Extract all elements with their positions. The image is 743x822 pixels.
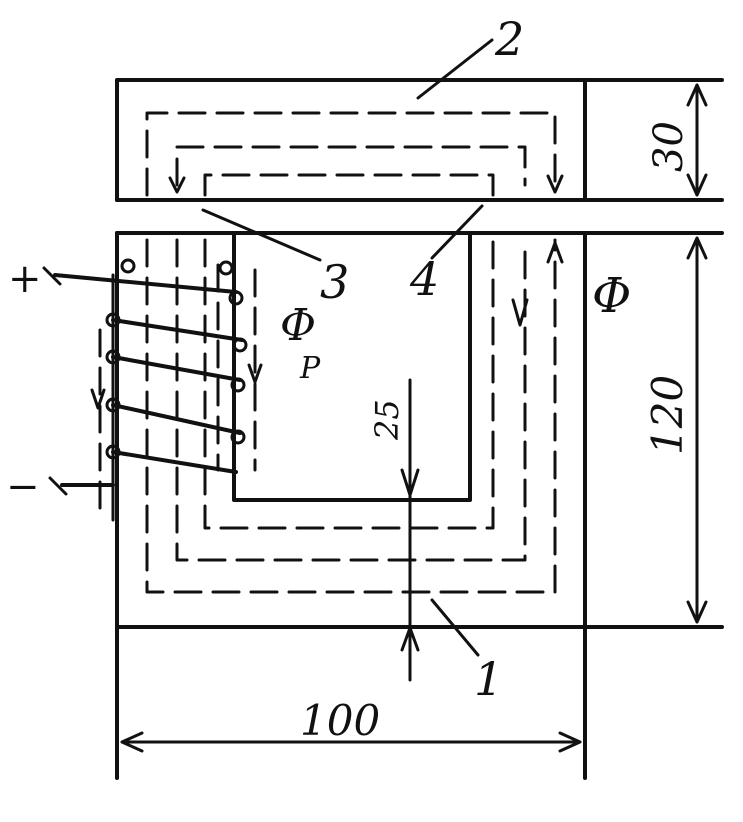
dim-100-line bbox=[120, 731, 582, 753]
coil bbox=[53, 258, 248, 522]
dim-30-line bbox=[686, 83, 708, 197]
dim-25-line bbox=[400, 378, 420, 682]
minus-terminal-mark bbox=[48, 476, 68, 496]
label-dim-25: 25 bbox=[368, 399, 406, 441]
flux-down-arrow bbox=[511, 298, 529, 327]
label-dim-100: 100 bbox=[300, 696, 380, 745]
leader-1 bbox=[430, 598, 480, 657]
dim-120-line bbox=[686, 236, 708, 624]
core-mid-flux-dash bbox=[175, 238, 527, 562]
label-terminal-plus: + bbox=[8, 256, 42, 302]
yoke-right-arrow bbox=[546, 174, 564, 194]
yoke-inner-flux-dash bbox=[203, 173, 495, 197]
label-flux-main: Φ bbox=[592, 268, 631, 324]
core-outer-flux-dash bbox=[145, 238, 557, 594]
flux-up-arrow bbox=[546, 241, 564, 264]
core-window bbox=[232, 231, 472, 502]
yoke-mid-flux-dash bbox=[175, 145, 527, 187]
label-dim-120: 120 bbox=[643, 375, 692, 455]
yoke-outline bbox=[115, 78, 587, 202]
plus-terminal-mark bbox=[42, 266, 62, 286]
label-flux-leak: Φ bbox=[280, 300, 316, 351]
label-flux-leak-sub: P bbox=[299, 351, 321, 386]
leader-2 bbox=[416, 38, 494, 100]
core-outline bbox=[115, 231, 587, 629]
leader-3 bbox=[201, 208, 322, 262]
leak-flux-left-arrow bbox=[90, 388, 106, 410]
label-terminal-minus: − bbox=[6, 464, 40, 510]
leader-4 bbox=[430, 204, 484, 260]
label-part-2: 2 bbox=[494, 12, 524, 66]
leak-flux-arrow bbox=[247, 363, 263, 384]
yoke-outer-flux-dash bbox=[145, 111, 557, 197]
label-dim-30: 30 bbox=[646, 121, 692, 172]
core-inner-flux-dash bbox=[203, 238, 495, 530]
label-part-4: 4 bbox=[409, 252, 439, 306]
yoke-left-arrow bbox=[168, 176, 186, 194]
label-part-3: 3 bbox=[320, 255, 349, 309]
label-part-1: 1 bbox=[474, 652, 503, 706]
